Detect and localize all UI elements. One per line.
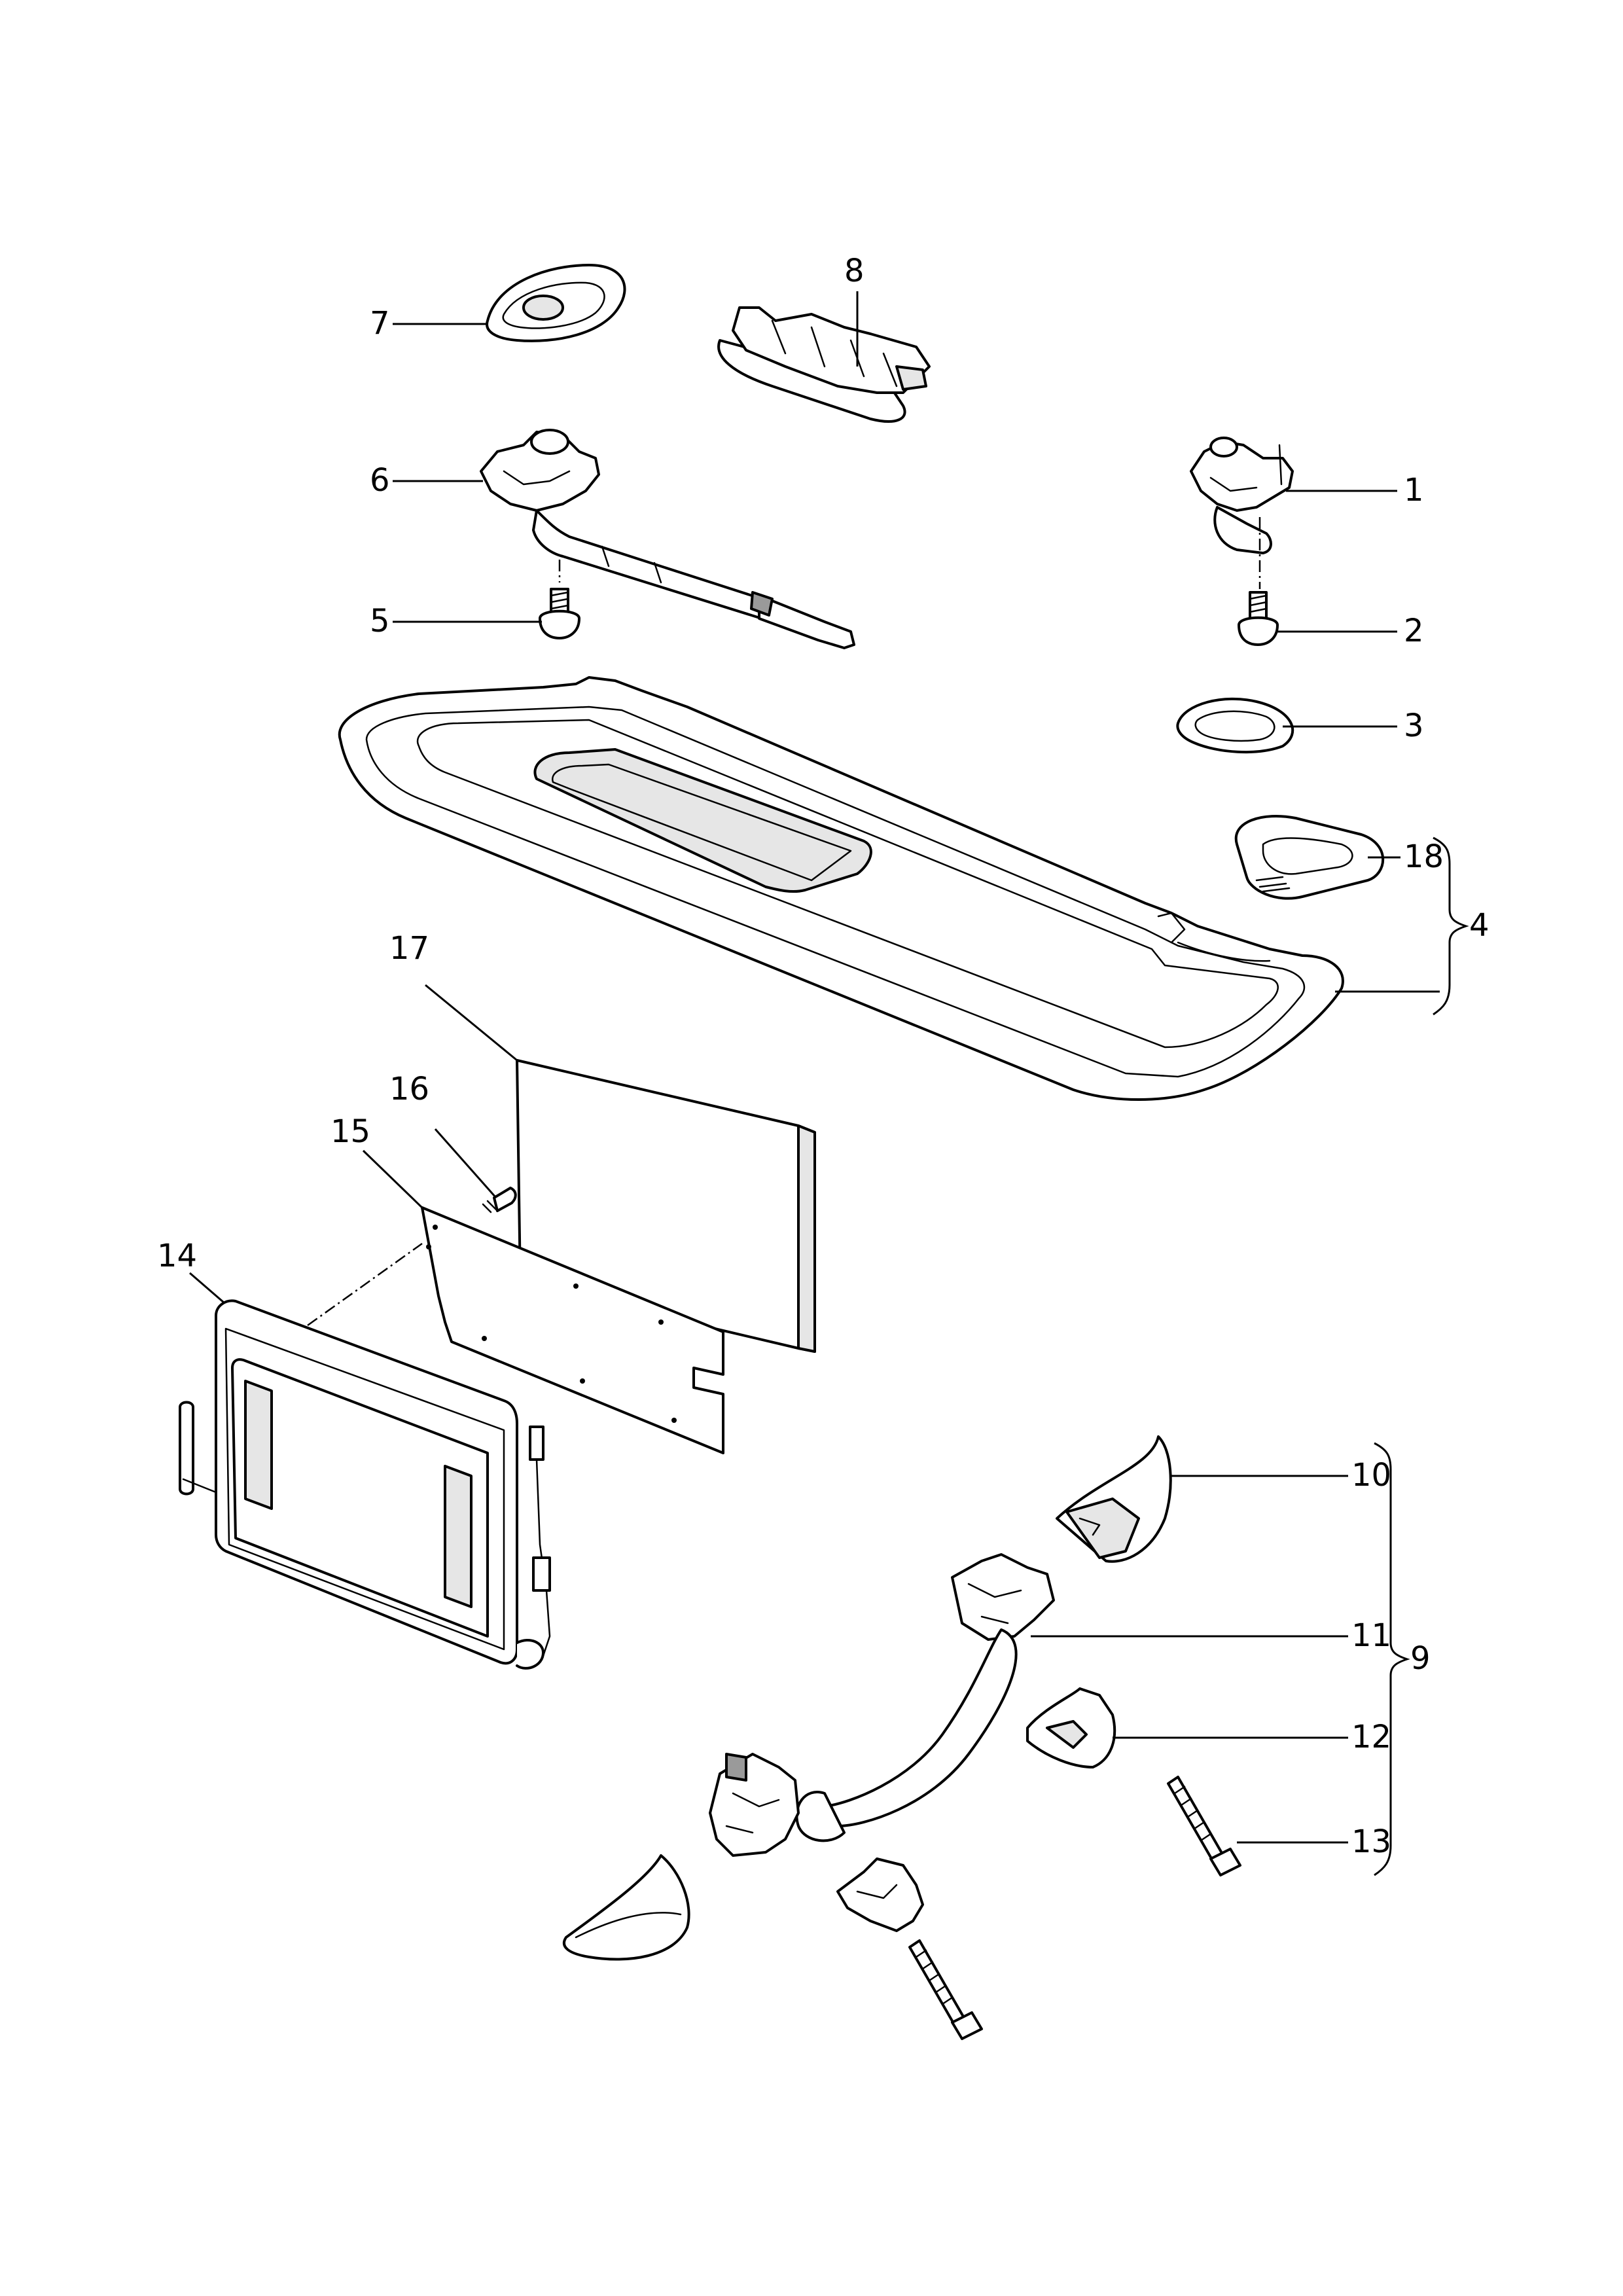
part-11-grab-handle [709, 1553, 1055, 1857]
part-18-hook [1234, 815, 1385, 900]
bracket-9 [1374, 1442, 1410, 1876]
callout-4: 4 [1469, 907, 1489, 944]
callout-3: 3 [1404, 708, 1424, 744]
part-5-screw [539, 588, 580, 639]
callout-7: 7 [370, 305, 390, 342]
part-10-cover-cap-lower [562, 1854, 690, 1961]
leader-lines [189, 291, 1440, 1844]
part-13-bolt-lower [908, 1939, 983, 2040]
part-1-mount [1190, 437, 1294, 554]
part-16-screw [482, 1187, 517, 1213]
part-6-mount-rod [480, 429, 855, 649]
callout-labels: 1 2 3 4 5 6 7 8 9 10 11 12 13 14 15 16 1… [157, 253, 1489, 1860]
callout-14: 14 [157, 1238, 197, 1274]
part-4-sun-visor [338, 676, 1344, 1101]
callout-18: 18 [1404, 838, 1444, 875]
callout-10: 10 [1351, 1457, 1391, 1494]
part-13-bolt [1167, 1776, 1241, 1876]
part-8-holder [717, 306, 931, 423]
callout-13: 13 [1351, 1823, 1391, 1860]
callout-12: 12 [1351, 1719, 1391, 1755]
callout-6: 6 [370, 462, 390, 499]
callout-11: 11 [1351, 1617, 1391, 1654]
part-3-clip [1176, 697, 1294, 754]
callout-1: 1 [1404, 472, 1424, 509]
callout-15: 15 [330, 1113, 370, 1150]
bracket-4 [1433, 836, 1469, 1016]
assembly-line-14-15 [307, 1242, 423, 1327]
part-7-oval-cover [486, 264, 626, 342]
callout-16: 16 [389, 1071, 429, 1107]
callout-8: 8 [844, 253, 865, 289]
part-12-trim-cover-lower [836, 1857, 924, 1932]
part-12-trim-cover [1026, 1687, 1116, 1768]
part-10-cover-cap [1056, 1435, 1172, 1563]
callout-2: 2 [1404, 613, 1424, 649]
callout-9: 9 [1410, 1640, 1431, 1677]
part-15-plate [421, 1206, 724, 1454]
callout-17: 17 [389, 930, 429, 967]
callout-5: 5 [370, 603, 390, 639]
part-14-mirror-frame [179, 1299, 551, 1670]
part-2-screw [1238, 591, 1279, 646]
